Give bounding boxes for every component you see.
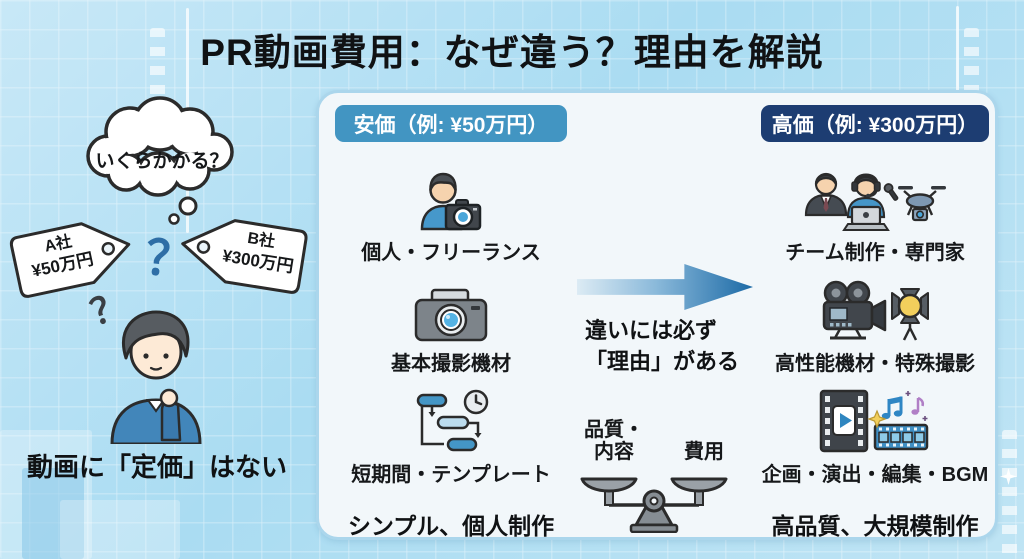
balance-scale-icon [580, 477, 728, 533]
center-message-line1: 違いには必ず [585, 318, 718, 343]
background-block-decoration [60, 500, 180, 559]
expensive-column: 高価（例: ¥300万円） [761, 105, 989, 541]
left-caption: 動画に「定価」はない [26, 452, 287, 482]
expensive-item-team: チーム制作・専門家 [785, 163, 965, 265]
price-tag-b: B社 ¥300万円 [171, 209, 310, 296]
team-specialists-drone-icon [804, 172, 946, 231]
basic-camera-icon [414, 288, 488, 342]
expensive-summary: 高品質、大規模制作 [771, 513, 979, 539]
price-tag-icon [181, 219, 308, 294]
thought-bubble-text: いくらかかる？ [95, 151, 229, 172]
expensive-badge: 高価（例: ¥300万円） [761, 105, 989, 142]
thinking-person-illustration [110, 310, 202, 444]
cheap-badge: 安価（例: ¥50万円） [335, 105, 567, 142]
item-label: 個人・フリーランス [361, 242, 541, 264]
cheap-item-equipment: 基本撮影機材 [391, 274, 511, 376]
comparison-panel: 安価（例: ¥50万円） 個人・フリーランス [316, 90, 998, 540]
page-title: PR動画費用：なぜ違う？理由を解説 [200, 32, 824, 73]
cheap-item-schedule: 短期間・テンプレート [351, 385, 551, 487]
cheap-column: 安価（例: ¥50万円） 個人・フリーランス [335, 105, 567, 541]
item-label: 企画・演出・編集・BGM [761, 464, 989, 486]
center-message-line2: 「理由」がある [585, 349, 740, 374]
expensive-item-equipment: 高性能機材・特殊撮影 [775, 274, 975, 376]
thought-bubble-icon [86, 96, 234, 225]
freelancer-camera-icon [420, 172, 482, 231]
center-message: 違いには必ず 「理由」がある [585, 315, 739, 377]
item-label: 高性能機材・特殊撮影 [775, 353, 975, 375]
cinema-camera-studio-light-icon [822, 280, 929, 341]
filmstrip-sprockets-bottom-right [1002, 430, 1017, 559]
item-label: 基本撮影機材 [391, 353, 511, 375]
scale-right-label: 費用 [684, 441, 724, 463]
cheap-item-freelancer: 個人・フリーランス [361, 163, 541, 265]
item-label: 短期間・テンプレート [351, 464, 551, 486]
expensive-item-production: 企画・演出・編集・BGM [761, 385, 989, 487]
price-tag-icon [9, 222, 131, 298]
price-tag-a: A社 ¥50万円 [6, 211, 141, 301]
schedule-template-icon [416, 389, 489, 452]
sparkle-icon [1000, 468, 1017, 485]
right-arrow-icon [577, 264, 753, 310]
scale-left-label: 品質・ 内容 [584, 419, 644, 463]
cheap-summary: シンプル、個人制作 [347, 513, 555, 539]
filmstrip-editing-music-icon [819, 389, 929, 453]
item-label: チーム制作・専門家 [785, 242, 965, 264]
